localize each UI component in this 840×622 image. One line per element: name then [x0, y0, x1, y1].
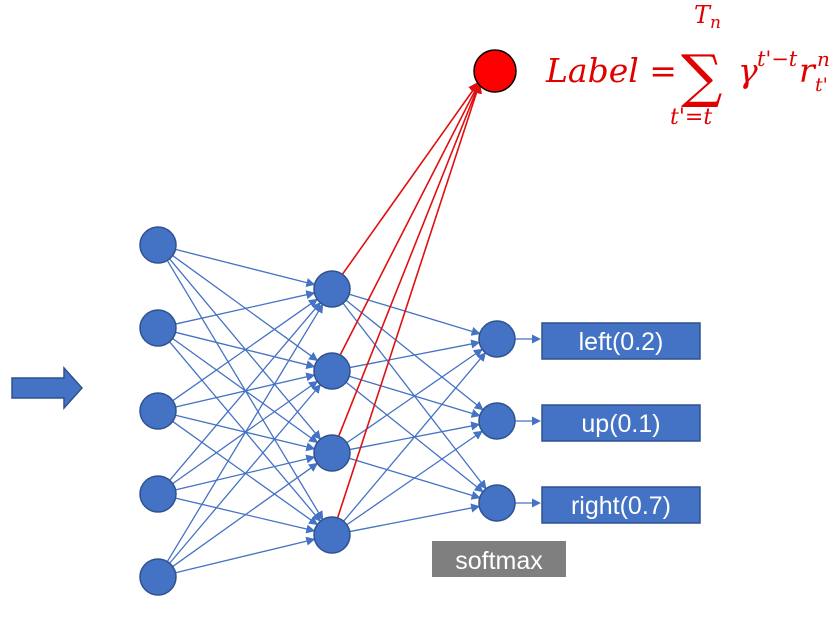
output-box-left: left(0.2)	[541, 322, 701, 360]
value-node	[473, 49, 517, 93]
formula-r: r	[799, 51, 817, 90]
edge-input-1-hidden-0	[175, 290, 316, 325]
edge-hidden-3-output-0	[343, 352, 486, 522]
output-label-up: up(0.1)	[581, 410, 660, 438]
edge-hidden-2-output-0	[346, 348, 483, 444]
formula-upper-limit: Tn	[694, 1, 721, 33]
return-formula: Label = ∑ Tn t'=t γ t'−t r n t'	[545, 1, 830, 130]
output-box-right: right(0.7)	[541, 486, 701, 524]
input-node-1	[139, 309, 177, 347]
edge-hidden-0-value	[341, 81, 480, 275]
hidden-node-2	[313, 434, 351, 472]
formula-gamma: γ	[738, 51, 758, 90]
edge-hidden-2-value	[337, 81, 481, 437]
input-node-4	[139, 558, 177, 596]
edge-hidden-1-output-0	[349, 339, 481, 369]
edge-input-2-hidden-0	[172, 298, 319, 402]
formula-r-sup: n	[817, 47, 830, 71]
edges-layer	[166, 81, 541, 574]
formula-sum-symbol: ∑	[681, 42, 722, 110]
formula-r-sub: t'	[815, 74, 828, 96]
output-node-2	[478, 484, 516, 522]
softmax-label: softmax	[455, 547, 543, 575]
edge-hidden-3-value	[336, 81, 482, 519]
edge-input-4-hidden-1	[169, 384, 321, 564]
hidden-node-3	[313, 516, 351, 554]
formula-lower-limit: t'=t	[670, 105, 712, 130]
softmax-box: softmax	[432, 541, 566, 577]
edge-hidden-3-output-2	[349, 503, 481, 533]
edge-hidden-0-output-0	[349, 293, 481, 336]
hidden-node-0	[313, 270, 351, 308]
nodes-layer	[139, 49, 517, 596]
edge-input-0-hidden-0	[175, 248, 316, 287]
edge-input-3-hidden-0	[169, 302, 321, 481]
output-label-left: left(0.2)	[579, 328, 664, 356]
input-node-3	[139, 475, 177, 513]
edge-hidden-1-value	[339, 81, 480, 356]
output-box-up: up(0.1)	[541, 404, 701, 442]
hidden-node-1	[313, 352, 351, 390]
formula-gamma-exponent: t'−t	[757, 47, 798, 71]
output-node-0	[478, 320, 516, 358]
formula-lhs: Label =	[545, 51, 677, 90]
edge-input-4-hidden-3	[175, 536, 316, 574]
input-node-2	[139, 392, 177, 430]
input-arrow-icon	[11, 366, 84, 410]
input-node-0	[139, 226, 177, 264]
edge-input-4-hidden-2	[172, 462, 319, 568]
output-label-right: right(0.7)	[571, 492, 671, 520]
output-node-1	[478, 402, 516, 440]
edge-input-4-hidden-0	[166, 303, 324, 562]
edge-hidden-3-output-1	[346, 430, 483, 526]
